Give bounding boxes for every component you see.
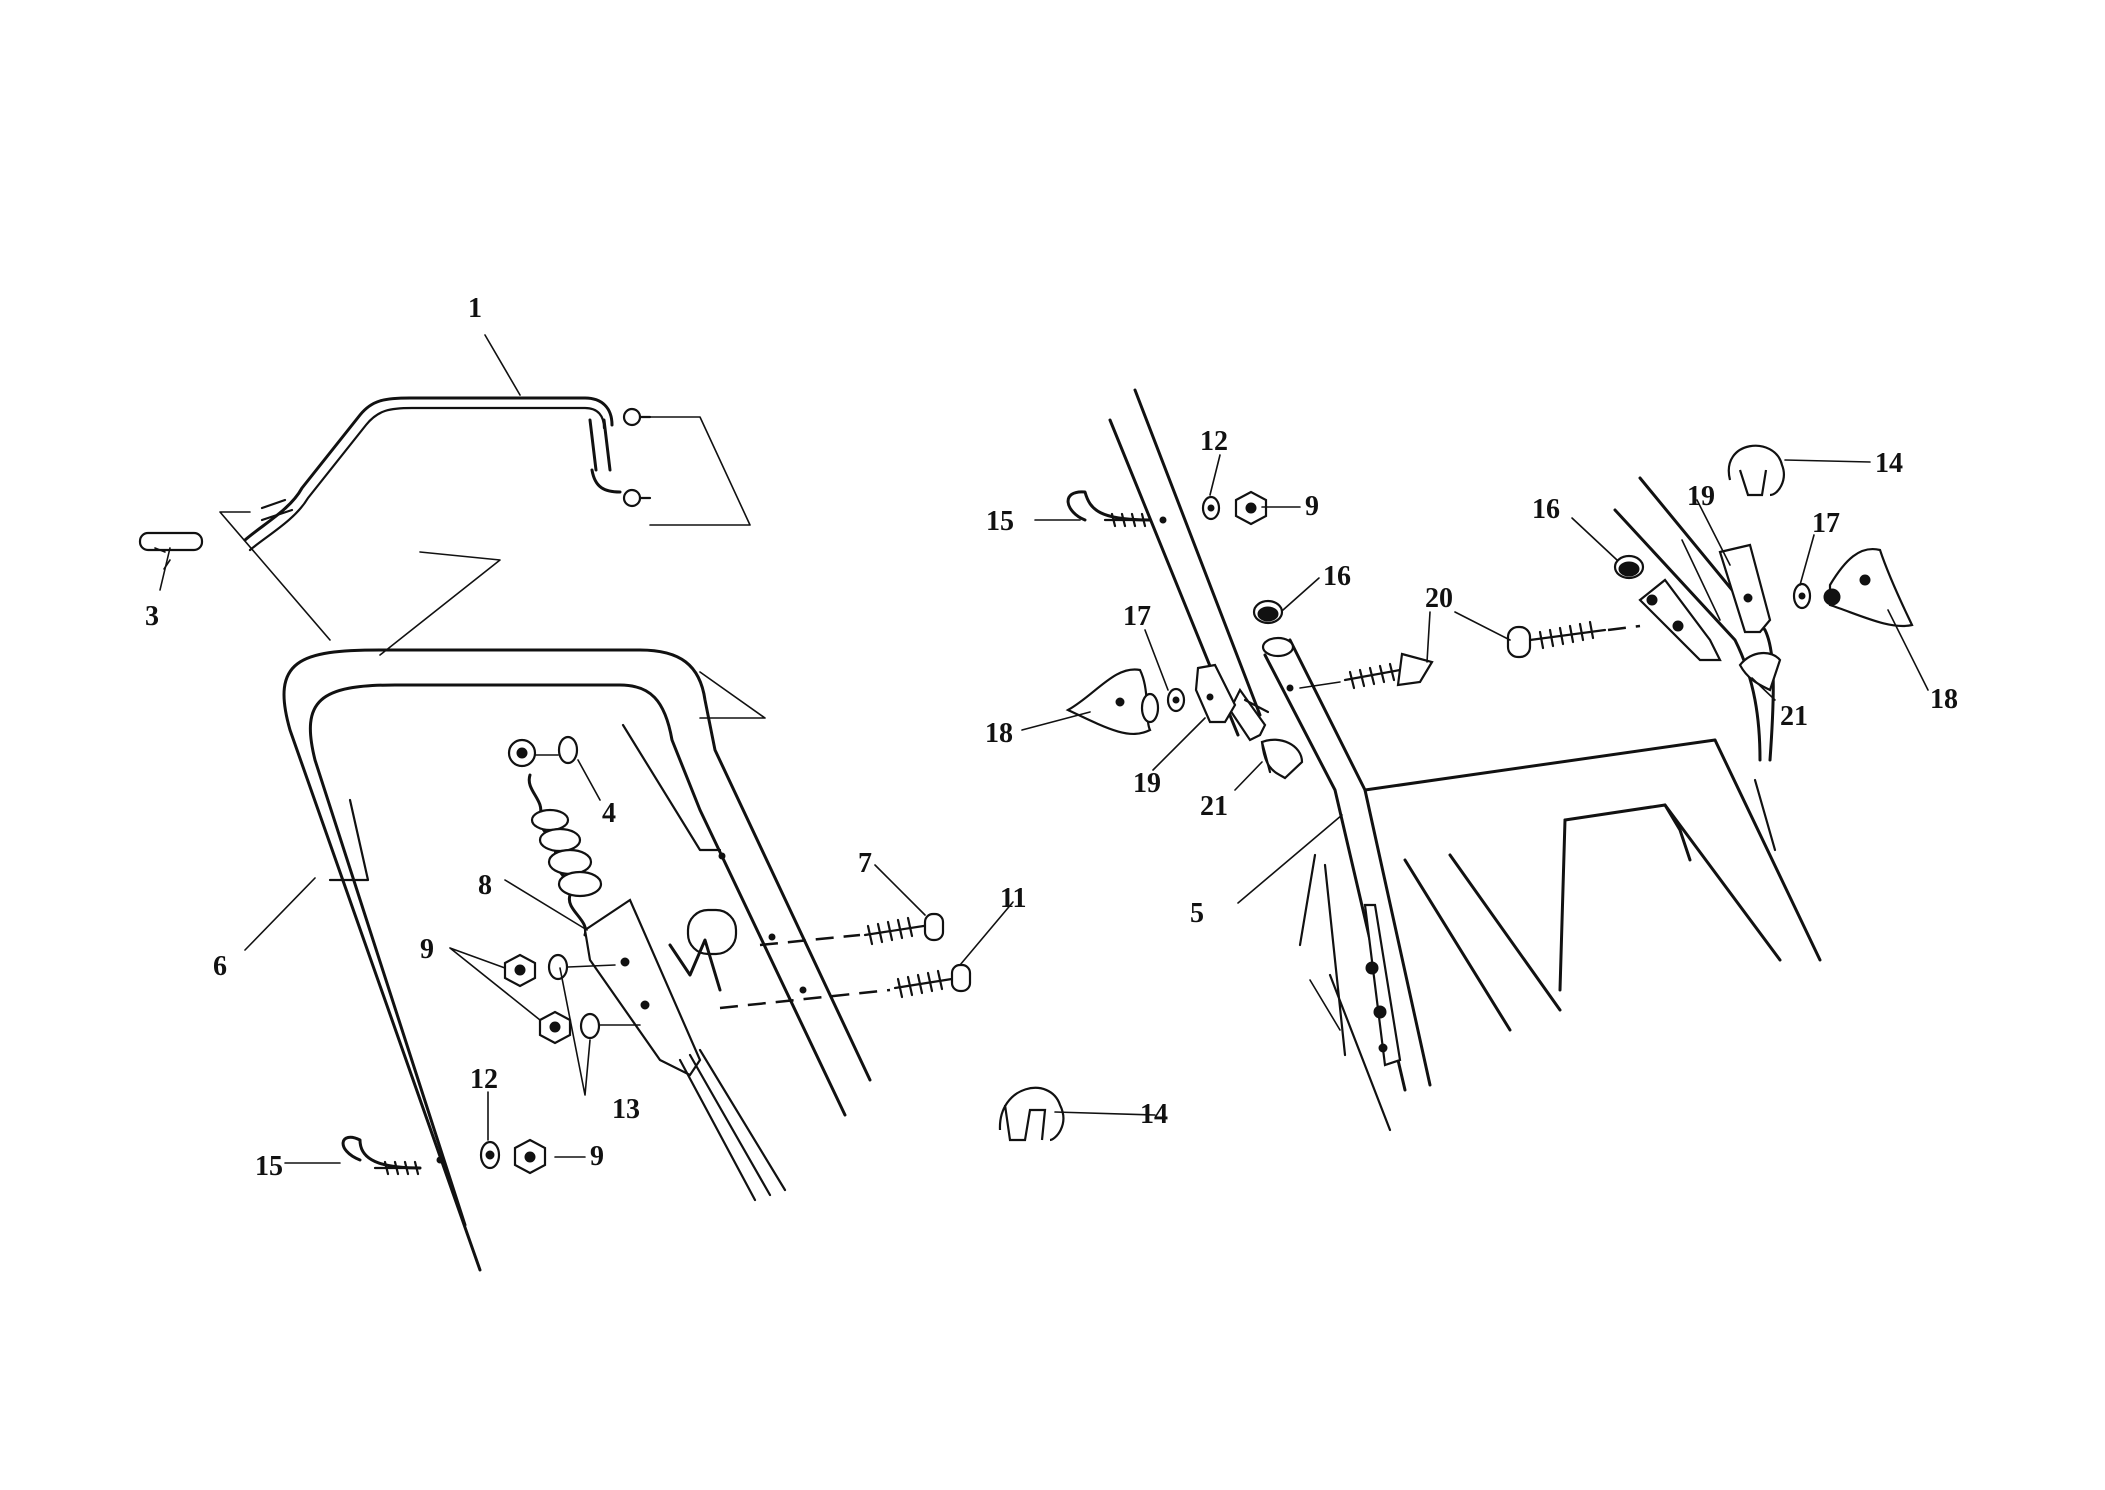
hook-bolt-part-15-left [341,1135,422,1176]
cup-part-21-right [1738,652,1782,692]
label-part-14-upper: 14 [1875,448,1903,479]
label-part-3: 3 [145,601,159,632]
washer-part-12-left [479,1140,501,1170]
cable-spring-part-8 [527,773,787,1202]
label-part-4: 4 [602,798,616,829]
label-part-8: 8 [478,870,492,901]
label-part-17-right: 17 [1812,508,1840,539]
label-part-11: 11 [1000,883,1026,914]
label-part-9-bottom: 9 [590,1141,604,1172]
lower-handle-part-5 [1261,636,1432,1132]
bolt-part-20-left [1286,652,1434,692]
label-part-12-left: 12 [470,1064,498,1095]
label-part-20: 20 [1425,583,1453,614]
upper-handle-part-6 [219,511,872,1272]
label-part-16-right: 16 [1532,494,1560,525]
label-part-6: 6 [213,951,227,982]
washer-part-17-right [1792,582,1812,610]
washers-part-13 [547,953,641,1040]
label-part-14-lower: 14 [1140,1099,1168,1130]
bolt-part-11 [719,963,972,1010]
bolt-part-20-right [1506,620,1641,659]
knob-part-18-right [1823,547,1914,628]
label-part-19-right: 19 [1687,481,1715,512]
clip-part-14-upper [1727,444,1785,497]
label-part-13: 13 [612,1094,640,1125]
spacer-part-16-left [1252,599,1284,625]
label-part-1: 1 [468,293,482,324]
knob-part-18-left [1065,668,1160,735]
label-part-9-right: 9 [1305,491,1319,522]
washer-part-17-left [1166,687,1186,713]
label-part-21-right: 21 [1780,701,1808,732]
cup-part-21-left [1260,738,1304,780]
pin-part-3 [138,531,204,570]
hook-bolt-part-15-right [1066,490,1152,528]
label-part-18-left: 18 [985,718,1013,749]
nut-part-9-right [1234,490,1268,526]
bracket-part-19-right [1681,539,1772,634]
leader-lines [159,334,1929,1164]
label-part-16-left: 16 [1323,561,1351,592]
nuts-part-9-left [503,953,572,1045]
spacer-part-16-right [1613,554,1645,580]
bolt-part-7 [759,912,945,947]
cable-eyelet-part-4 [507,735,579,768]
label-part-12-right: 12 [1200,426,1228,457]
label-part-5: 5 [1190,898,1204,929]
label-part-17-left: 17 [1123,601,1151,632]
label-part-9-left: 9 [420,934,434,965]
control-bail-part-1 [243,396,751,552]
bracket-part-19-left [1194,663,1270,724]
label-part-15-left: 15 [255,1151,283,1182]
label-part-15-right: 15 [986,506,1014,537]
nut-part-9-left-bottom [513,1138,547,1175]
label-part-21-left: 21 [1200,791,1228,822]
label-part-7: 7 [858,848,872,879]
label-part-18-right: 18 [1930,684,1958,715]
mower-deck-outline [1363,738,1822,1032]
label-part-19-left: 19 [1133,768,1161,799]
clip-part-14-lower [998,1086,1065,1142]
washer-part-12-right [1201,495,1221,521]
